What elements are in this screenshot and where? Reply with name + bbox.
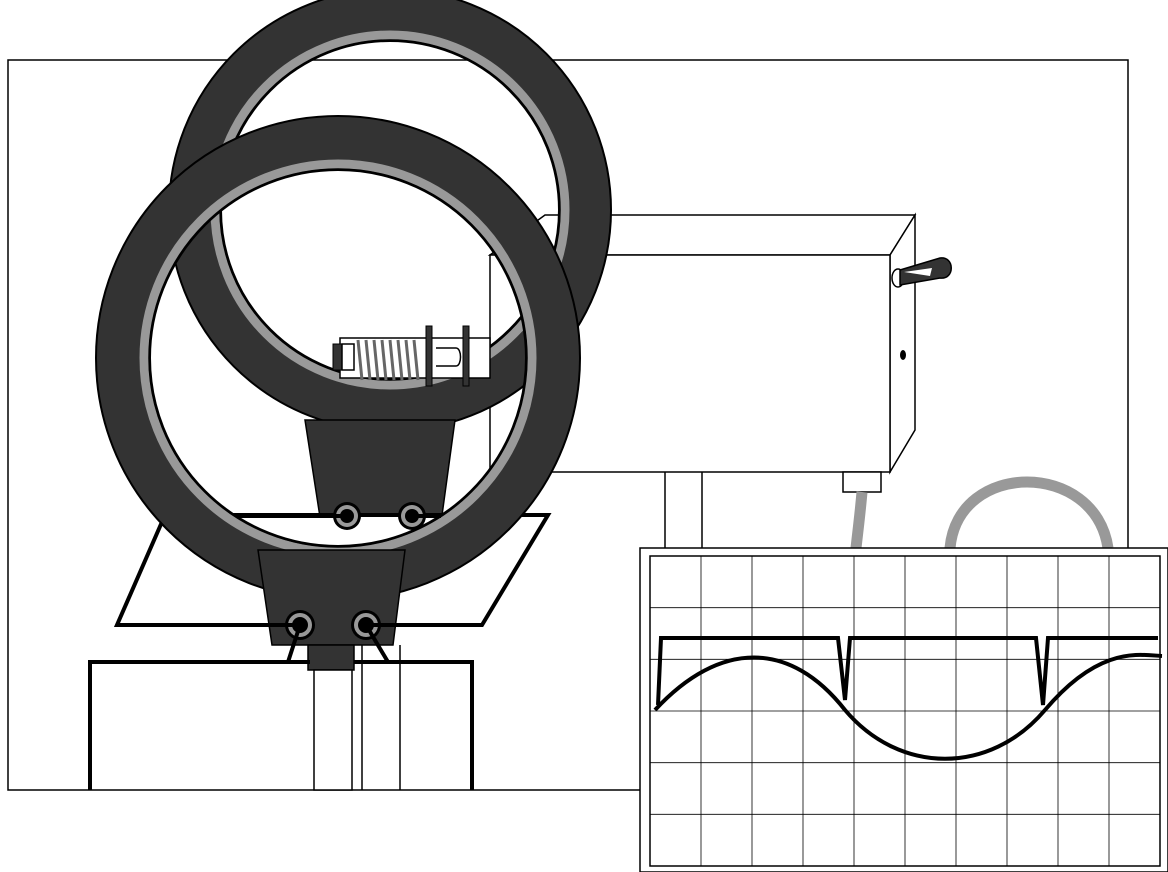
cables — [850, 476, 1114, 550]
electron-tube-icon — [332, 325, 491, 387]
square-wave-trace — [656, 636, 1158, 706]
oscilloscope-grid — [650, 556, 1160, 866]
oscilloscope-screen — [639, 547, 1168, 872]
sine-wave-trace — [653, 652, 1163, 761]
wires — [200, 514, 482, 664]
knob-icon — [891, 257, 952, 288]
box-hole-icon — [900, 350, 906, 360]
